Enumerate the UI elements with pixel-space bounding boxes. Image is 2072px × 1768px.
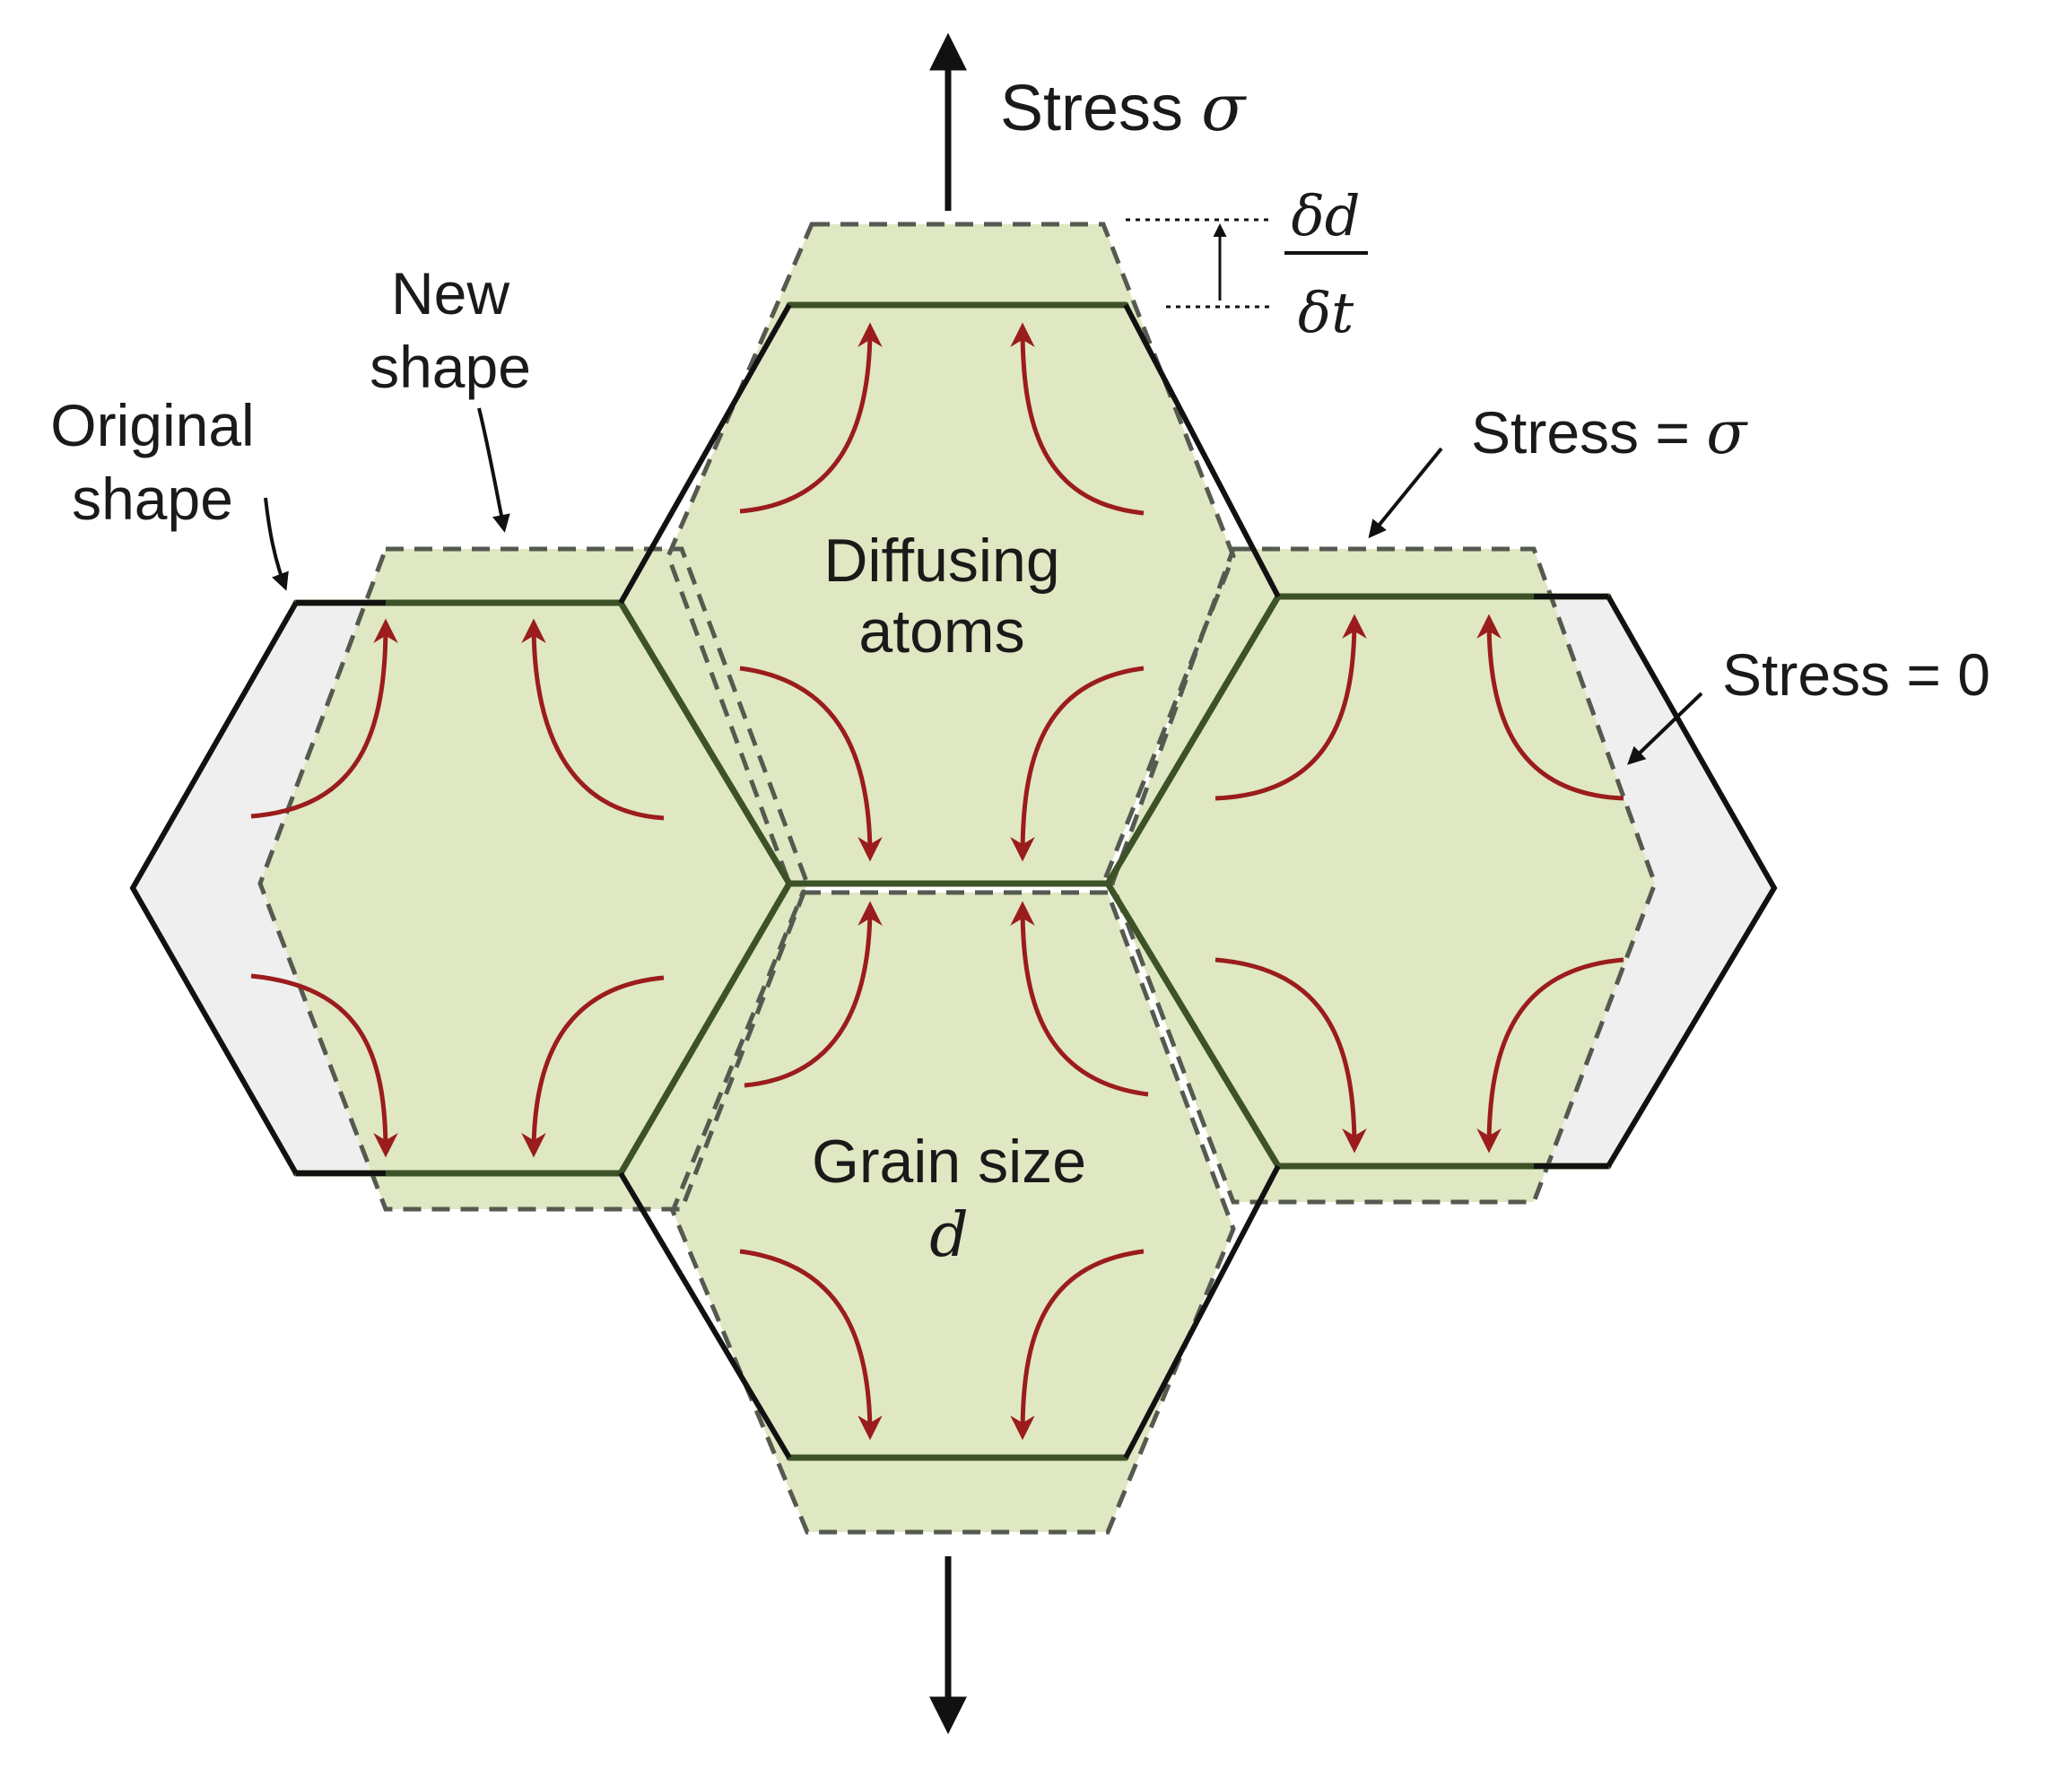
- grain-size-label-line2: d: [929, 1200, 969, 1271]
- grain-size-label-line1: Grain size: [812, 1128, 1086, 1196]
- stress-sigma-right-label: Stress = σ: [1471, 398, 1748, 467]
- diffusion-arrow: [1010, 322, 1145, 516]
- stress-sigma-pointer: [1368, 447, 1443, 539]
- diffusion-arrow: [1476, 957, 1624, 1154]
- label-pointers: [264, 407, 1703, 765]
- stress-top-label: Stress σ: [1000, 70, 1247, 145]
- original-shape-pointer: [264, 497, 289, 591]
- diffusion-arrow: [521, 618, 665, 821]
- diffusion-arrow: [739, 1249, 883, 1441]
- new-shape-label-line1: New: [391, 260, 509, 327]
- diffusion-arrow: [250, 973, 398, 1158]
- bottom-grain-original-right-edge: [1123, 1164, 1281, 1459]
- original-shape-label-line2: shape: [72, 466, 233, 532]
- new-shape-outlines: [257, 222, 1658, 1535]
- new-shape-pointer: [477, 407, 510, 533]
- diffusion-arrow: [739, 666, 883, 862]
- bottom-grain-new-fill: [673, 893, 1233, 1532]
- diffusion-arrows: [250, 322, 1624, 1441]
- diffusion-arrow: [250, 618, 398, 819]
- lower-left-diagonal-boundary: [617, 880, 793, 1177]
- diffusion-arrow: [1010, 666, 1145, 862]
- right-grain-original-outer-edge: [1606, 595, 1778, 1168]
- right-grain-new-fill: [1112, 549, 1655, 1202]
- diffusion-arrow: [1214, 957, 1367, 1154]
- diffusion-arrow: [1010, 1249, 1145, 1441]
- upper-left-diagonal-boundary: [617, 599, 793, 887]
- top-grain-dashed-outline: [666, 222, 1236, 886]
- original-shape-outline: [129, 303, 1778, 1459]
- lower-right-diagonal-boundary: [1104, 880, 1282, 1170]
- diffusing-atoms-label-line1: Diffusing: [823, 527, 1059, 595]
- right-grain-dashed-outline: [1110, 546, 1658, 1205]
- top-grain-original-left-edge: [618, 303, 792, 605]
- rate-denominator: δt: [1298, 280, 1354, 345]
- diffusion-arrow: [1010, 901, 1149, 1097]
- left-grain-dashed-outline: [257, 546, 810, 1212]
- upper-right-diagonal-boundary: [1104, 593, 1282, 887]
- new-shape-label-line2: shape: [370, 334, 531, 400]
- stress-zero-right-label: Stress = 0: [1722, 641, 1990, 708]
- left-grain-new-fill: [260, 549, 807, 1209]
- top-grain-original-right-edge: [1123, 303, 1281, 598]
- rate-numerator: δd: [1291, 183, 1360, 248]
- bottom-grain-original-left-edge: [618, 1171, 792, 1459]
- stress-zero-pointer: [1627, 692, 1703, 765]
- new-shape-fills: [260, 224, 1655, 1532]
- left-grain-original-outer-edge: [129, 601, 299, 1175]
- left-removed-region: [133, 603, 395, 1173]
- diffusion-arrow: [521, 975, 665, 1158]
- diffusion-arrow: [739, 322, 883, 514]
- top-grain-new-fill: [668, 224, 1233, 884]
- original-shape-label-line1: Original: [50, 392, 254, 458]
- diffusion-arrow: [1476, 614, 1624, 801]
- diffusing-atoms-label-line2: atoms: [858, 597, 1024, 666]
- diffusion-arrow: [1214, 614, 1367, 801]
- diffusion-arrow: [744, 901, 883, 1088]
